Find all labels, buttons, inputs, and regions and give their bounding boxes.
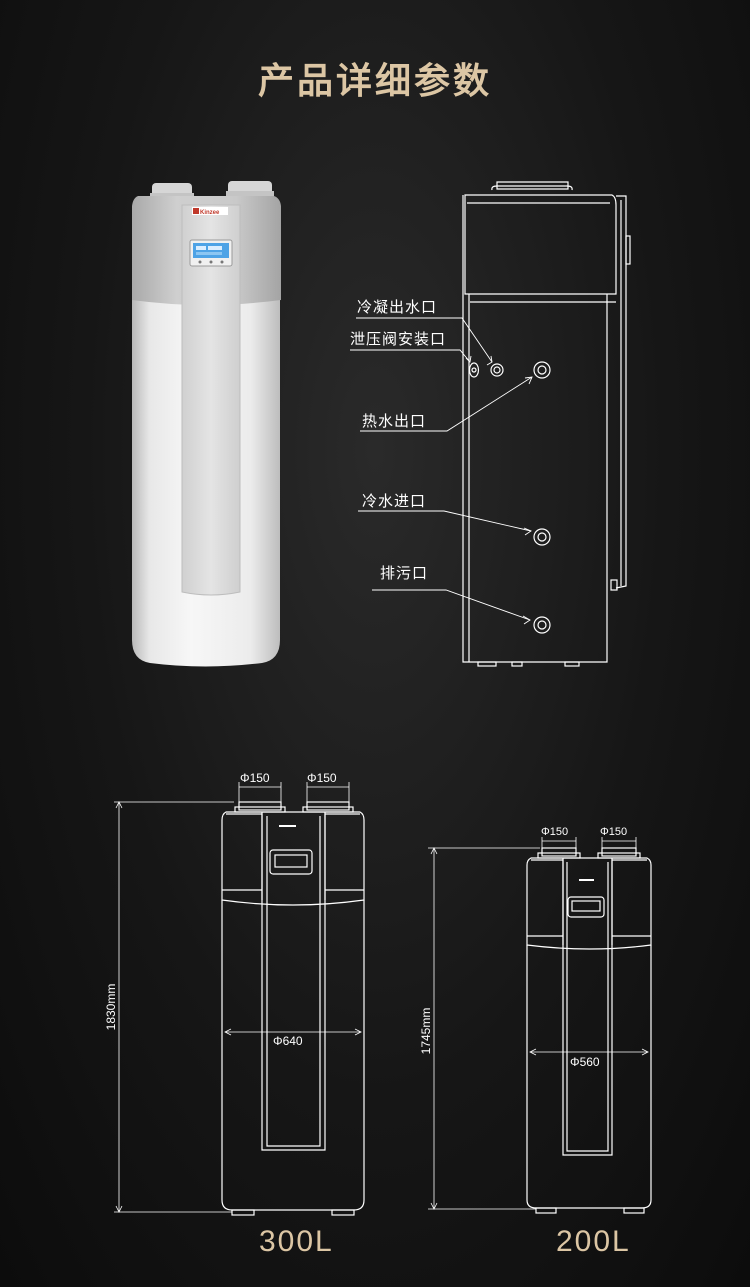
relief-valve-port-icon	[468, 362, 480, 378]
condensate-port-icon	[490, 363, 504, 377]
label-drain-outlet: 排污口	[380, 564, 429, 582]
duct-right-200l: Φ150	[600, 826, 628, 838]
cold-water-port-icon	[533, 528, 551, 546]
label-condensate-outlet: 冷凝出水口	[357, 298, 438, 316]
page-title: 产品详细参数	[257, 61, 492, 102]
lcd-200l	[567, 896, 605, 918]
product-logo: Kinzee	[200, 210, 220, 216]
label-cold-water-inlet: 冷水进口	[362, 492, 427, 510]
diameter-300l: Φ640	[273, 1034, 303, 1048]
height-200l: 1745mm	[419, 1007, 433, 1055]
capacity-300l: 300L	[259, 1225, 334, 1258]
label-relief-valve-port: 泄压阀安装口	[350, 330, 447, 348]
duct-left-200l: Φ150	[541, 826, 569, 838]
label-hot-water-outlet: 热水出口	[362, 412, 427, 430]
duct-right-300l: Φ150	[307, 771, 337, 785]
duct-left-300l: Φ150	[240, 771, 270, 785]
drain-port-icon	[533, 616, 551, 634]
lcd-300l	[269, 849, 313, 875]
diameter-200l: Φ560	[570, 1055, 600, 1069]
hot-water-port-icon	[533, 361, 551, 379]
capacity-200l: 200L	[556, 1225, 631, 1258]
